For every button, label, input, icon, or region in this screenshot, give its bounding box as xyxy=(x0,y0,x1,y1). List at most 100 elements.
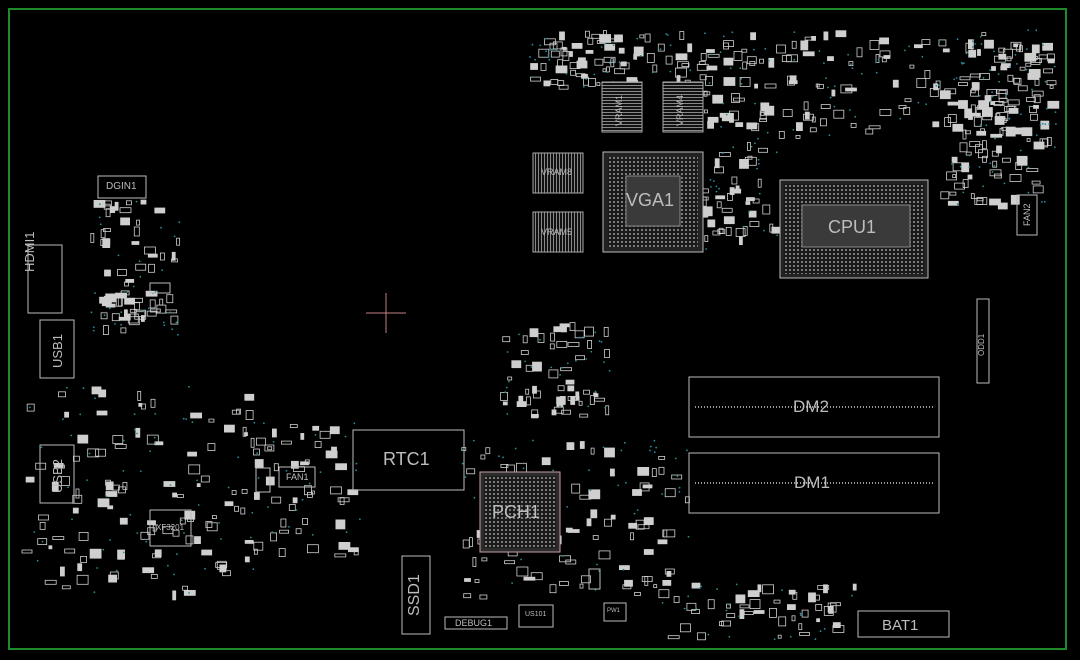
smd-pad xyxy=(72,507,79,514)
smd-pad xyxy=(1032,185,1044,194)
via xyxy=(520,558,522,561)
via xyxy=(1035,29,1038,32)
label-vga1[interactable]: VGA1 xyxy=(626,190,675,210)
smd-pad xyxy=(103,325,109,336)
label-rtc1[interactable]: RTC1 xyxy=(383,449,430,469)
smd-pad xyxy=(575,355,585,361)
smd-pad xyxy=(1046,80,1057,86)
smd-pad xyxy=(481,557,488,562)
smd-pad xyxy=(586,518,592,527)
smd-pad xyxy=(472,557,477,567)
label-fan2[interactable]: FAN2 xyxy=(1022,203,1032,226)
via xyxy=(565,72,568,75)
via xyxy=(653,451,656,453)
pch1-chip[interactable] xyxy=(479,471,561,553)
label-pw1[interactable]: PW1 xyxy=(607,608,621,614)
label-usb2[interactable]: USB2 xyxy=(50,459,65,493)
label-us101[interactable]: US101 xyxy=(525,611,547,618)
smd-pad xyxy=(587,339,592,349)
cpu1-chip[interactable] xyxy=(779,179,929,279)
vga1-chip[interactable] xyxy=(602,151,704,253)
via xyxy=(353,422,356,425)
smd-pad xyxy=(643,517,654,525)
smd-pad xyxy=(614,68,625,75)
via xyxy=(173,573,175,576)
smd-pad xyxy=(254,459,264,468)
smd-pad xyxy=(559,555,571,563)
smd-pad xyxy=(823,584,828,594)
label-hdmi1[interactable]: HDMI1 xyxy=(22,231,37,272)
smd-pad xyxy=(507,376,513,381)
smd-pad xyxy=(334,553,347,558)
via xyxy=(965,52,968,55)
smd-pad xyxy=(60,566,65,577)
via xyxy=(99,223,102,226)
smd-pad xyxy=(559,581,569,586)
smd-pad xyxy=(124,313,131,321)
smd-pad xyxy=(823,606,834,616)
label-pch1[interactable]: PCH1 xyxy=(492,502,541,522)
smd-pad xyxy=(525,364,534,372)
label-debug1[interactable]: DEBUG1 xyxy=(455,618,493,628)
smd-pad xyxy=(120,327,127,334)
smd-pad xyxy=(739,236,743,246)
label-cpu1[interactable]: CPU1 xyxy=(828,217,877,237)
smd-pad xyxy=(735,594,746,604)
smd-pad xyxy=(312,425,320,431)
via xyxy=(982,185,984,188)
label-odd1[interactable]: ODD1 xyxy=(977,333,986,356)
smd-pad xyxy=(541,457,551,466)
smd-pad xyxy=(109,571,119,580)
smd-pad xyxy=(995,89,1008,94)
label-dgin1[interactable]: DGIN1 xyxy=(106,181,137,192)
label-bat1[interactable]: BAT1 xyxy=(882,617,919,634)
smd-pad xyxy=(149,299,156,309)
label-usb1[interactable]: USB1 xyxy=(50,334,65,368)
label-vram8[interactable]: VRAM8 xyxy=(541,167,573,177)
via xyxy=(823,628,826,630)
smd-pad xyxy=(975,107,985,117)
via xyxy=(114,323,116,325)
label-dm2[interactable]: DM2 xyxy=(793,397,829,416)
via xyxy=(1006,93,1009,96)
via xyxy=(71,518,73,521)
smd-pad xyxy=(182,585,189,591)
via xyxy=(659,48,662,51)
smd-pad xyxy=(747,590,760,597)
smd-pad xyxy=(707,219,716,228)
label-vram5[interactable]: VRAM5 xyxy=(541,227,573,237)
via xyxy=(1043,200,1046,203)
via xyxy=(1028,105,1031,108)
smd-pad xyxy=(588,78,596,87)
smd-pad xyxy=(579,583,584,589)
via xyxy=(686,449,688,452)
smd-pad xyxy=(337,497,350,503)
via xyxy=(705,248,708,250)
smd-pad xyxy=(339,497,345,505)
via xyxy=(472,439,475,442)
via xyxy=(604,42,607,45)
smd-pad xyxy=(965,130,971,135)
smd-pad xyxy=(550,332,555,342)
smd-pad xyxy=(699,74,707,81)
smd-pad xyxy=(676,75,681,82)
via xyxy=(829,96,832,99)
component-texture xyxy=(21,29,1060,641)
label-dm1[interactable]: DM1 xyxy=(794,473,830,492)
label-vram1[interactable]: VRAM1 xyxy=(614,94,624,126)
smd-pad xyxy=(976,130,987,136)
smd-pad xyxy=(602,68,607,73)
label-xf3201[interactable]: XF3201 xyxy=(156,523,185,532)
via xyxy=(1003,182,1006,185)
label-vram4[interactable]: VRAM4 xyxy=(675,94,685,126)
via xyxy=(90,311,93,314)
label-fan1[interactable]: FAN1 xyxy=(286,472,309,482)
smd-pad xyxy=(279,529,290,534)
smd-pad xyxy=(959,142,968,153)
smd-pad xyxy=(278,548,286,557)
label-ssd1[interactable]: SSD1 xyxy=(406,574,423,616)
via xyxy=(153,442,156,444)
smd-pad xyxy=(604,349,610,358)
smd-pad xyxy=(245,410,254,420)
